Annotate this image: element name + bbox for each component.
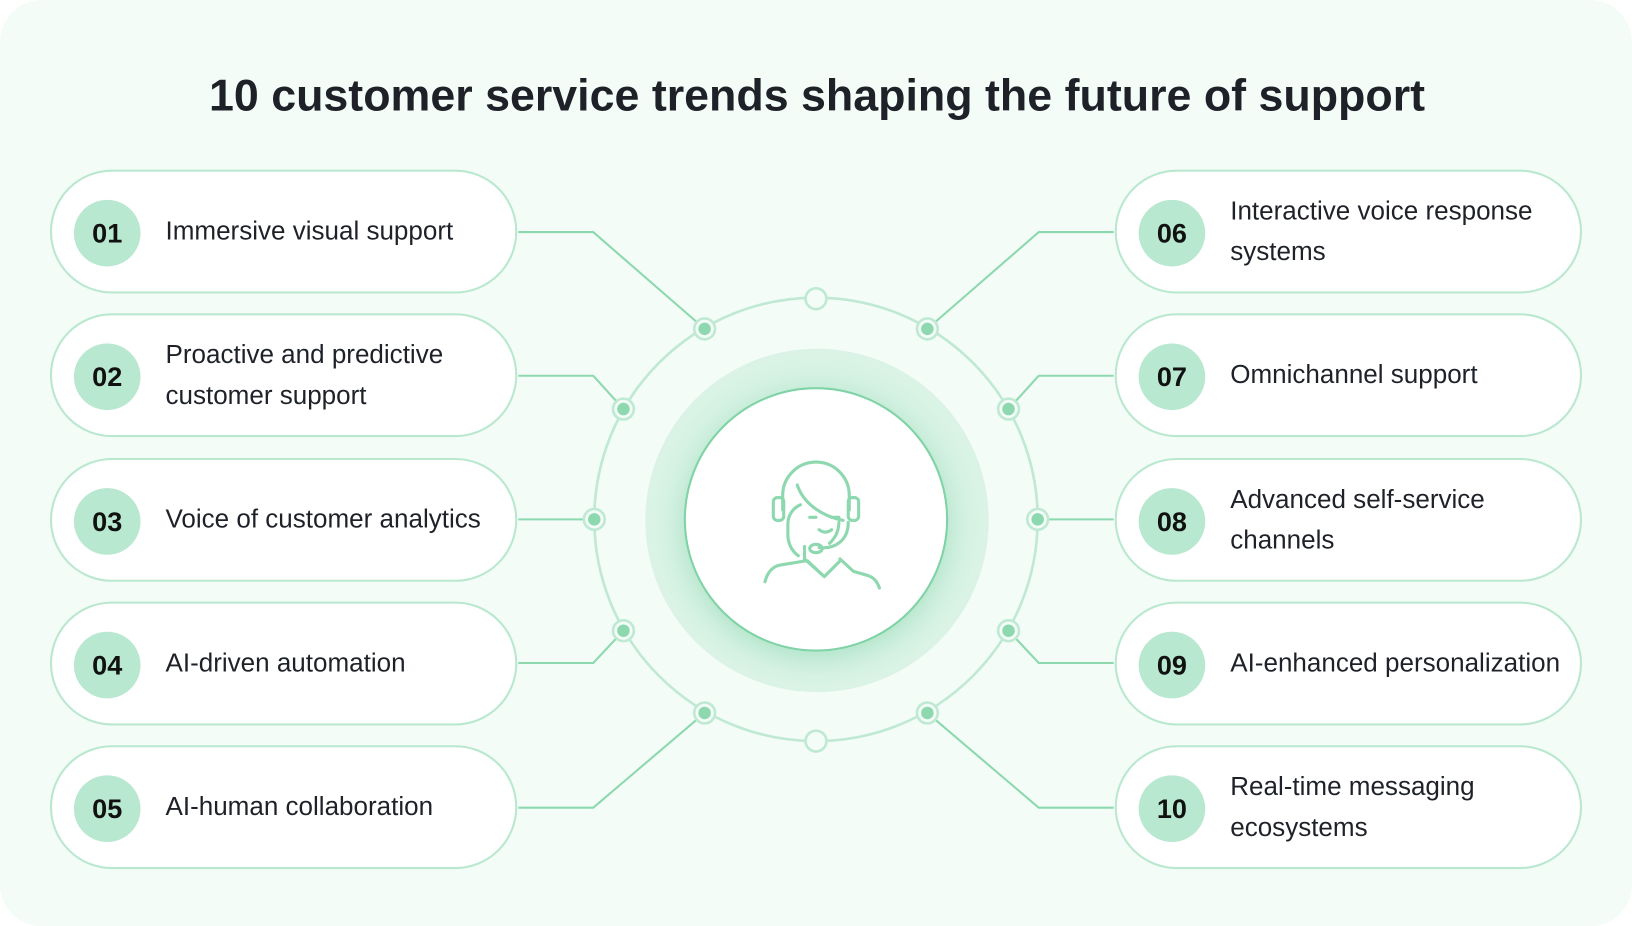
connector-line-02	[518, 374, 625, 410]
trend-number-badge: 07	[1138, 343, 1206, 411]
connector-node-dot	[617, 402, 630, 416]
trend-item-02: 02 Proactive and predictive customer supp…	[49, 313, 518, 438]
trend-number-badge: 02	[73, 343, 141, 411]
connector-node-dot	[1002, 402, 1015, 416]
trend-label: Advanced self-service channels	[1230, 484, 1485, 555]
trend-item-10: 10 Real-time messaging ecosystems	[1114, 745, 1583, 870]
connector-line-09	[1007, 630, 1114, 665]
trend-item-03: 03 Voice of customer analytics	[49, 457, 518, 582]
customer-support-agent-icon	[763, 460, 882, 590]
trend-number-badge: 04	[73, 631, 141, 699]
connector-node-dot	[698, 706, 711, 720]
connector-node-dot	[1031, 513, 1044, 526]
trend-item-06: 06 Interactive voice response systems	[1114, 169, 1583, 294]
trend-item-01: 01 Immersive visual support	[49, 169, 518, 294]
trend-item-05: 05 AI-human collaboration	[49, 745, 518, 870]
trend-label: Interactive voice response systems	[1230, 196, 1533, 266]
trend-label: AI-driven automation	[165, 648, 406, 678]
trend-number-badge: 06	[1138, 199, 1206, 267]
trend-number-badge: 05	[73, 775, 141, 843]
trend-label: Voice of customer analytics	[165, 504, 481, 534]
trend-label: Real-time messaging ecosystems	[1230, 771, 1475, 842]
connector-node-dot	[617, 624, 630, 637]
connector-line-07	[1007, 374, 1114, 410]
trend-number-badge: 09	[1138, 631, 1206, 699]
trend-item-04: 04 AI-driven automation	[49, 601, 518, 726]
empty-node-bottom	[804, 729, 828, 753]
connector-line-01	[518, 231, 706, 330]
trend-number-badge: 03	[73, 488, 141, 555]
trend-label: AI-human collaboration	[165, 792, 434, 822]
connector-line-06	[926, 231, 1114, 330]
connector-node-dot	[698, 322, 711, 336]
empty-node-top	[804, 287, 828, 311]
trend-label: Immersive visual support	[165, 216, 454, 246]
connector-line-10	[926, 712, 1114, 809]
center-circle	[683, 387, 949, 652]
connector-node-dot	[1002, 624, 1015, 637]
connector-node-dot	[921, 706, 934, 720]
connector-node-dot	[921, 322, 934, 336]
trend-label: Omnichannel support	[1230, 360, 1478, 390]
trend-number-badge: 10	[1138, 775, 1206, 843]
trend-item-08: 08 Advanced self-service channels	[1114, 457, 1583, 582]
trend-item-07: 07 Omnichannel support	[1114, 313, 1583, 438]
page-title: 10 customer service trends shaping the f…	[208, 70, 1426, 121]
trend-number-badge: 01	[73, 199, 141, 267]
trend-label: Proactive and predictive customer suppor…	[165, 339, 444, 410]
trend-item-09: 09 AI-enhanced personalization	[1114, 601, 1583, 726]
connector-node-dot	[588, 513, 601, 526]
trend-label: AI-enhanced personalization	[1230, 648, 1561, 678]
connector-line-05	[518, 712, 706, 809]
trend-number-badge: 08	[1138, 488, 1206, 555]
connector-line-04	[518, 630, 625, 665]
